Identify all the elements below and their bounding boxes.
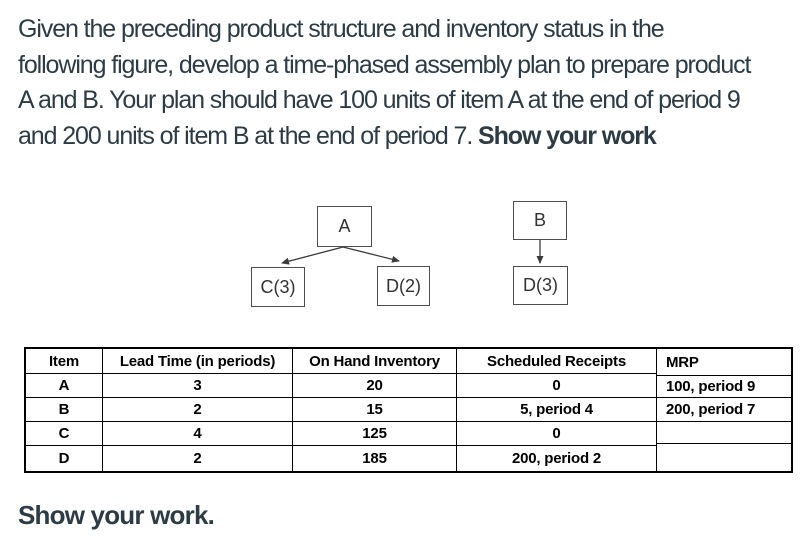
node-c3: C(3)	[251, 267, 305, 307]
cell-b-on-hand: 15	[293, 398, 457, 422]
cell-c-scheduled: 0	[457, 422, 657, 446]
cell-d-mrp	[657, 444, 791, 471]
cell-a-on-hand: 20	[293, 374, 457, 398]
cell-b-scheduled: 5, period 4	[457, 398, 657, 422]
cell-b-lead-time: 2	[103, 398, 293, 422]
header-item: Item	[26, 349, 103, 374]
cell-d-lead-time: 2	[103, 446, 293, 471]
question-text: Given the preceding product structure an…	[18, 12, 751, 155]
header-on-hand: On Hand Inventory	[293, 349, 457, 374]
question-line-4-normal: and 200 units of item B at the end of pe…	[18, 121, 479, 150]
cell-a-mrp: 100, period 9	[657, 376, 791, 398]
show-your-work-text: Show your work.	[18, 500, 215, 530]
question-line-4: and 200 units of item B at the end of pe…	[18, 119, 750, 155]
cell-d-on-hand: 185	[293, 446, 457, 471]
node-b: B	[513, 201, 567, 240]
cell-c-item: C	[26, 422, 103, 446]
question-line-2: following figure, develop a time-phased …	[18, 50, 751, 79]
question-line-3: A and B. Your plan should have 100 units…	[18, 86, 741, 114]
cell-c-on-hand: 125	[293, 422, 457, 446]
cell-a-scheduled: 0	[457, 374, 657, 398]
header-scheduled-receipts: Scheduled Receipts	[457, 349, 657, 374]
node-d3: D(3)	[513, 266, 568, 305]
arrow-a-to-c	[281, 246, 344, 265]
cell-b-mrp: 200, period 7	[657, 398, 791, 422]
mrp-column: MRP 100, period 9 200, period 7	[657, 347, 793, 473]
header-lead-time: Lead Time (in periods)	[103, 349, 293, 374]
node-d2: D(2)	[377, 266, 430, 306]
diagram-arrows	[281, 240, 544, 265]
question-line-1: Given the preceding product structure an…	[18, 15, 665, 43]
cell-b-item: B	[26, 398, 103, 422]
cell-d-item: D	[26, 446, 103, 471]
inventory-table-main: Item Lead Time (in periods) On Hand Inve…	[24, 347, 657, 473]
cell-a-lead-time: 3	[103, 374, 293, 398]
product-structure-diagram: A B C(3) D(2) D(3)	[240, 195, 610, 320]
header-mrp: MRP	[657, 349, 791, 376]
arrow-a-to-d2	[342, 246, 400, 263]
cell-a-item: A	[26, 374, 103, 398]
cell-c-mrp	[657, 422, 791, 444]
node-a: A	[317, 206, 372, 247]
question-line-4-bold: Show your work	[478, 121, 657, 150]
inventory-table: Item Lead Time (in periods) On Hand Inve…	[24, 347, 793, 473]
cell-c-lead-time: 4	[103, 422, 293, 446]
cell-d-scheduled: 200, period 2	[457, 446, 657, 471]
